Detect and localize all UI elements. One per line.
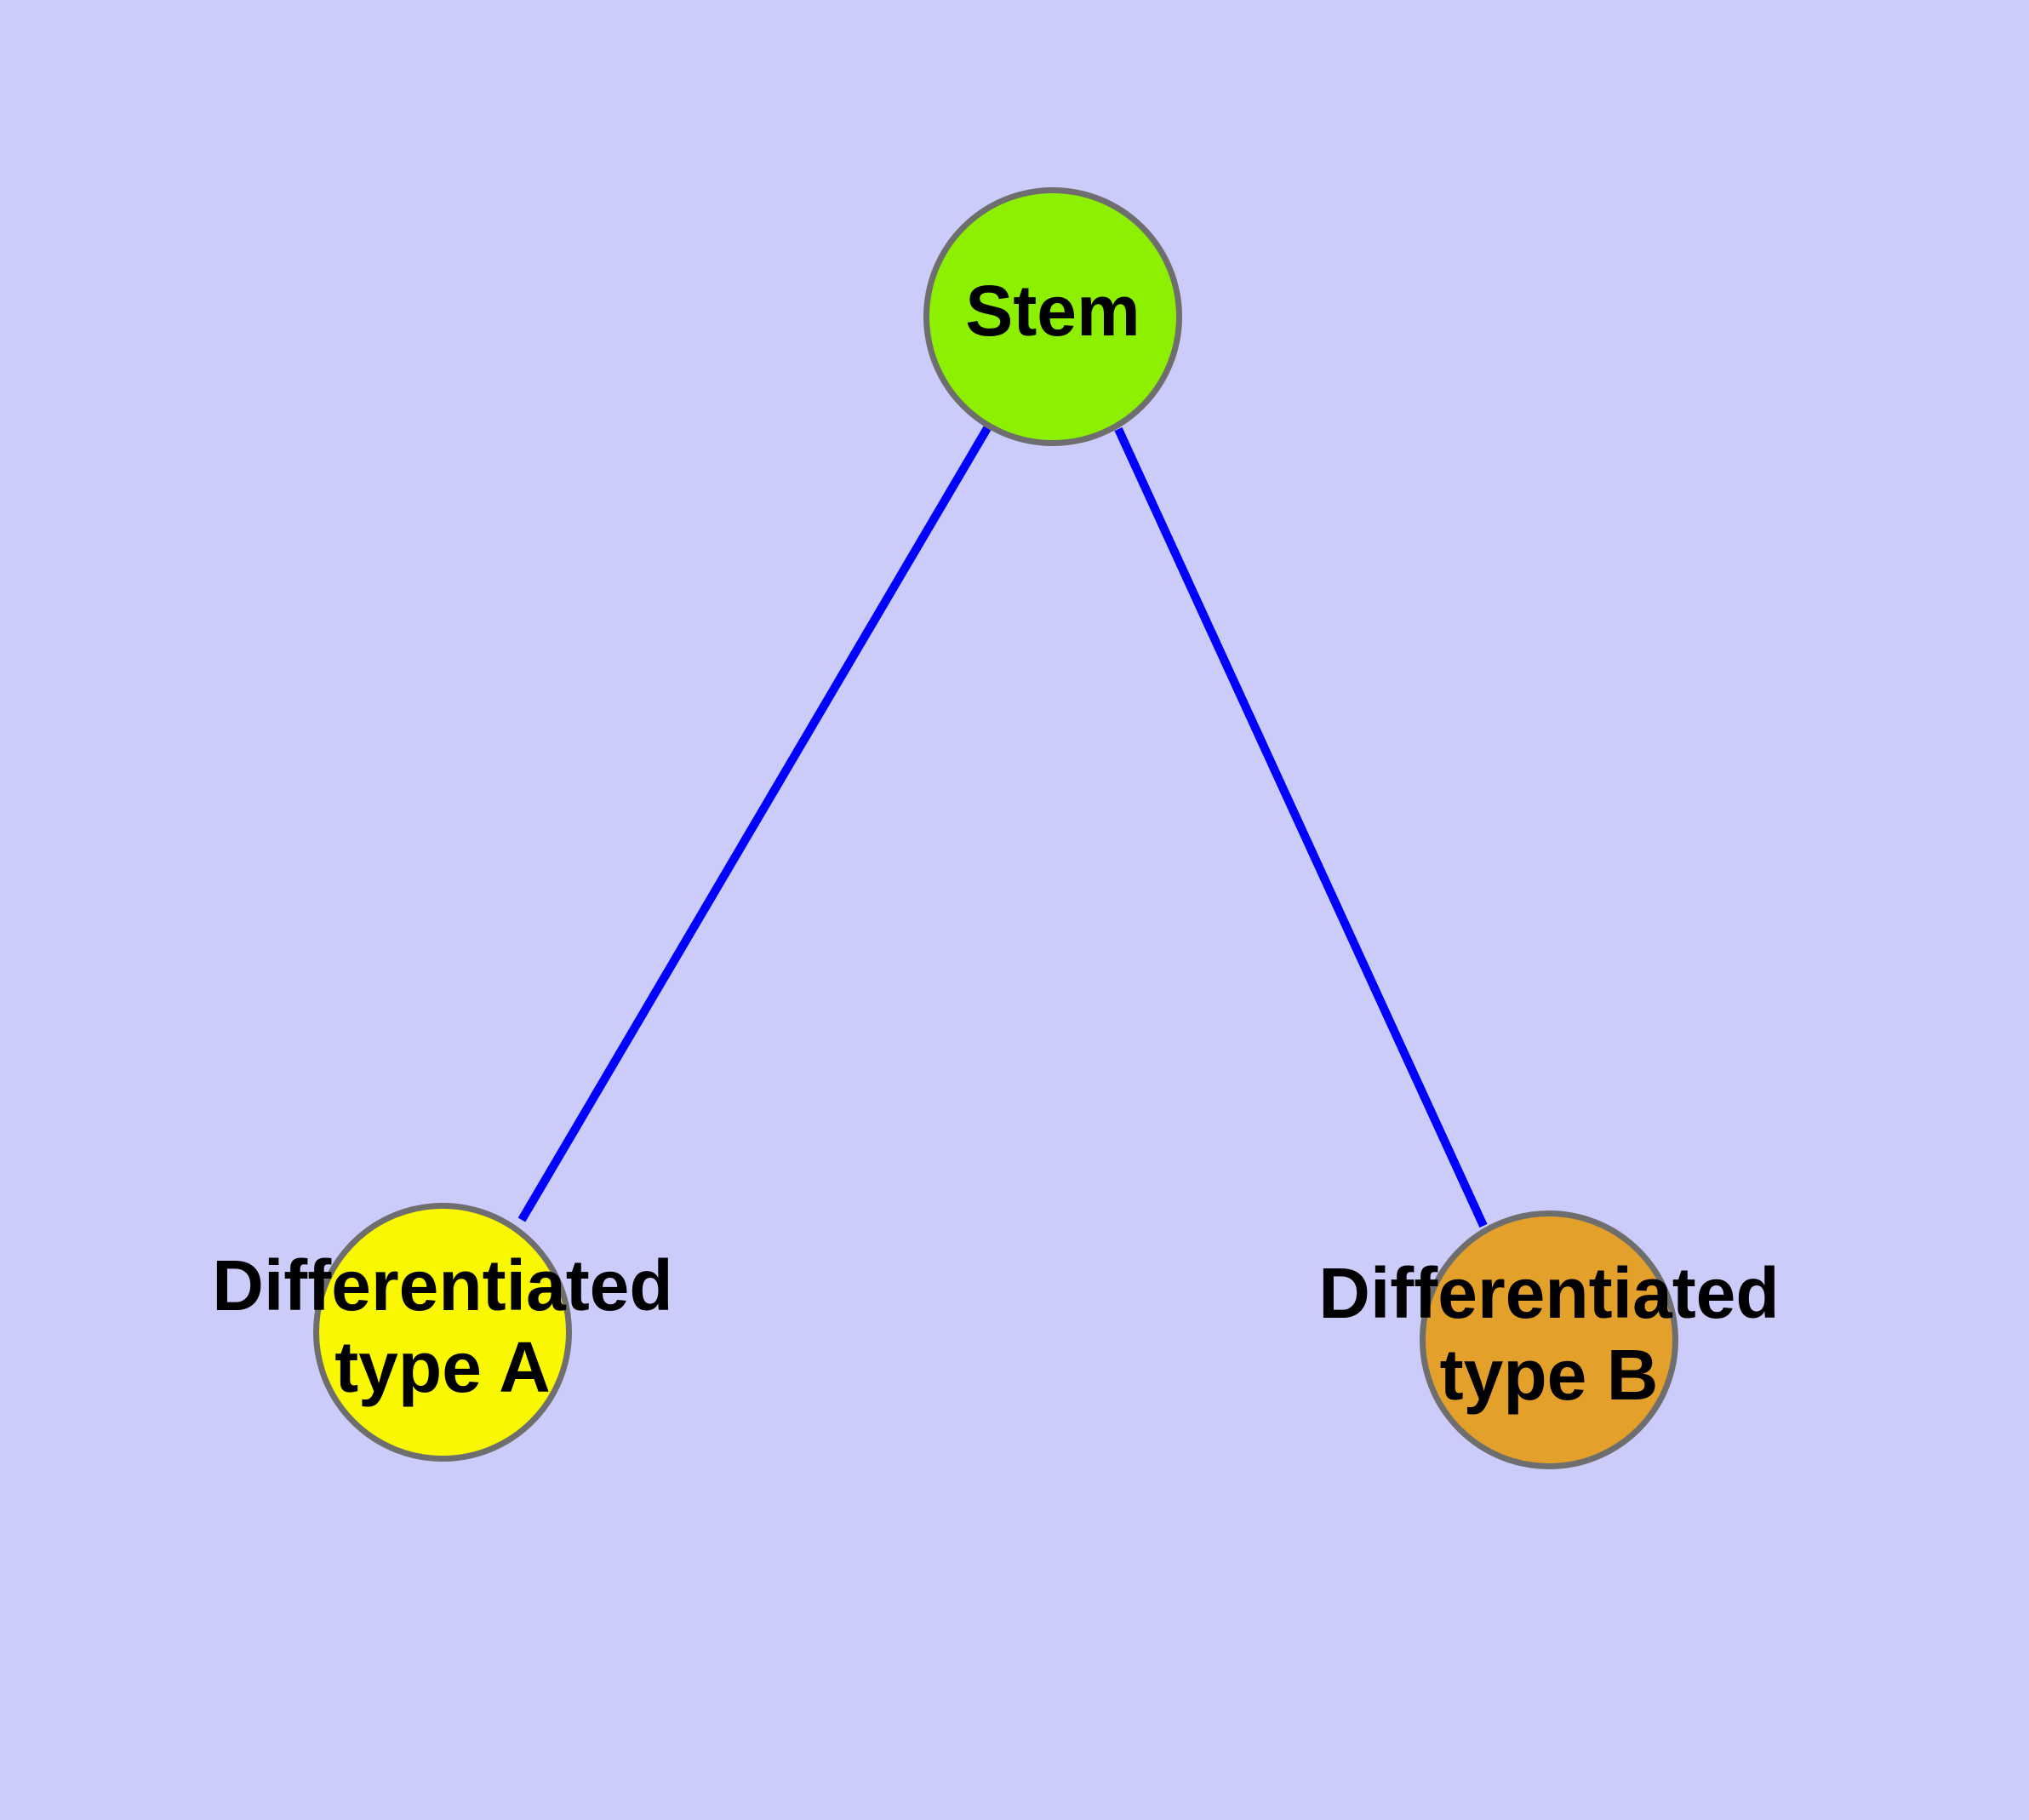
label-line: type A <box>334 1327 551 1407</box>
node-differentiated-type-a[interactable] <box>313 1203 572 1462</box>
node-differentiated-type-b-circle[interactable] <box>1420 1210 1678 1469</box>
label-line: Stem <box>965 271 1140 351</box>
node-stem-label: Stem <box>965 271 1140 351</box>
edge-stem-to-differentiated-type-a[interactable] <box>517 426 992 1222</box>
edge-layer <box>517 426 1488 1228</box>
node-stem-circle[interactable] <box>923 187 1182 446</box>
label-line: Differentiated <box>1318 1253 1779 1333</box>
edge-stem-to-differentiated-type-b[interactable] <box>1114 426 1488 1228</box>
node-differentiated-type-b[interactable] <box>1420 1210 1678 1469</box>
node-stem[interactable] <box>923 187 1182 446</box>
label-line: type B <box>1440 1335 1659 1415</box>
node-layer <box>313 187 1678 1469</box>
node-differentiated-type-a-circle[interactable] <box>313 1203 572 1462</box>
label-line: Differentiated <box>212 1245 672 1325</box>
